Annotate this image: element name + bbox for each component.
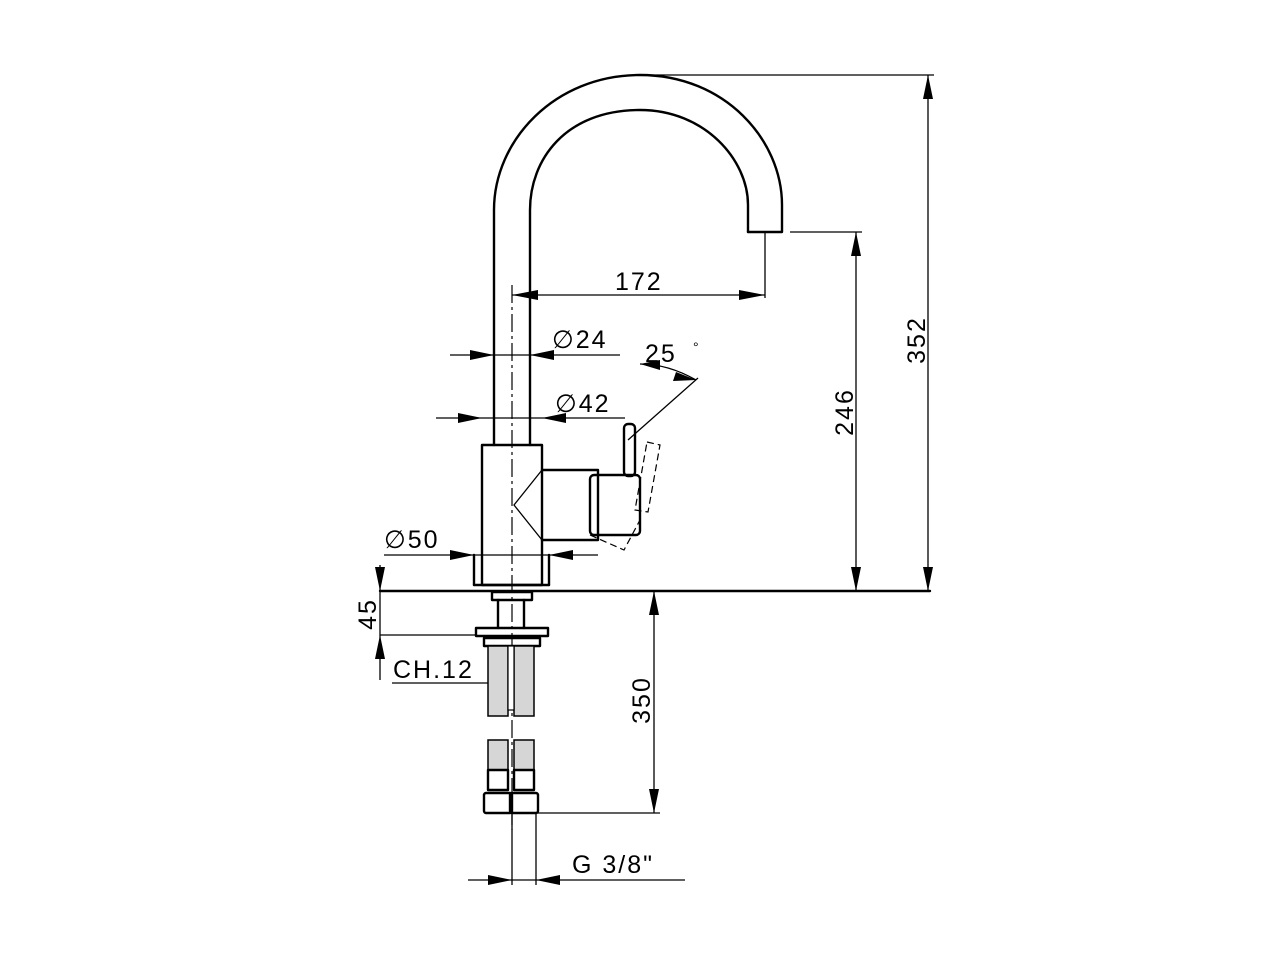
dim-deck-thickness: 45 xyxy=(354,565,476,680)
cartridge-chamfer xyxy=(513,469,543,541)
spout-inner xyxy=(528,108,750,447)
mixer-cartridge xyxy=(540,468,600,542)
dim-overall-height: 352 xyxy=(640,74,934,591)
lever-rotated xyxy=(634,441,661,513)
dim-spout-height-label: 246 xyxy=(831,388,859,436)
dim-spout-diameter: ∅24 xyxy=(450,326,620,360)
dim-body-diameter: ∅42 xyxy=(436,390,625,423)
dim-thread-label: G 3/8" xyxy=(572,851,654,879)
dim-handle-angle: 25 ° xyxy=(627,339,699,441)
dim-overall-height-label: 352 xyxy=(903,316,931,364)
degree-symbol: ° xyxy=(693,339,699,355)
dim-spout-diameter-label: ∅24 xyxy=(552,326,608,354)
upper-nut xyxy=(490,590,534,602)
hose-right-upper xyxy=(513,645,535,717)
threaded-rod xyxy=(507,645,515,711)
dim-thread: G 3/8" xyxy=(468,813,685,885)
hex-nut-right xyxy=(508,791,540,815)
dim-reach: 172 xyxy=(512,232,766,300)
lever-handle xyxy=(622,422,637,478)
hose-left-upper xyxy=(487,645,509,717)
dim-base-diameter-label: ∅50 xyxy=(384,526,440,554)
hose-left-lower xyxy=(487,739,509,771)
dim-spout-height: 246 xyxy=(790,231,862,591)
hose-right-lower xyxy=(513,739,535,771)
dim-hose-length: 350 xyxy=(538,591,660,814)
ferrule-right xyxy=(512,768,536,792)
ferrule-left xyxy=(486,768,510,792)
dim-nut-size: CH.12 xyxy=(392,656,488,684)
spout-outer xyxy=(492,73,784,447)
dim-hose-length-label: 350 xyxy=(628,676,656,724)
hub-rotated xyxy=(589,519,641,551)
dim-nut-size-label: CH.12 xyxy=(393,656,474,684)
mounting-assembly xyxy=(378,589,932,815)
handle-hub xyxy=(588,473,642,537)
dim-deck-thickness-label: 45 xyxy=(354,598,382,630)
dim-base-diameter: ∅50 xyxy=(384,526,598,560)
hex-nut-left xyxy=(482,791,514,815)
mounting-plate xyxy=(474,626,550,638)
faucet-outline xyxy=(472,73,784,587)
dim-body-diameter-label: ∅42 xyxy=(555,390,611,418)
dim-reach-label: 172 xyxy=(615,268,663,296)
dim-handle-angle-label: 25 xyxy=(645,340,677,368)
